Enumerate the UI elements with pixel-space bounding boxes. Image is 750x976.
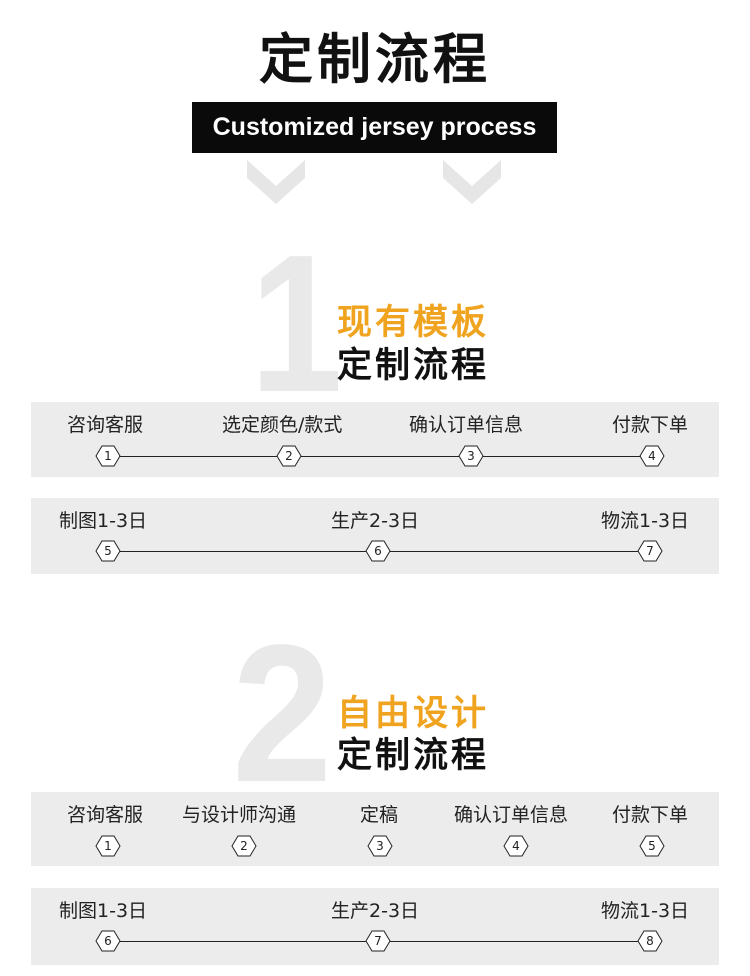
step-label: 确认订单信息	[409, 414, 524, 436]
process-row	[31, 888, 719, 965]
chevron-down-icon	[247, 160, 305, 204]
step-label: 选定颜色/款式	[222, 414, 343, 436]
hexagon-step-icon: 3	[458, 445, 484, 467]
section-number: 1	[250, 214, 343, 433]
hexagon-step-icon: 6	[95, 930, 121, 952]
section-number: 2	[232, 604, 333, 823]
step-label: 确认订单信息	[454, 804, 569, 826]
step-label: 咨询客服	[67, 804, 144, 826]
hexagon-step-icon: 4	[639, 445, 665, 467]
hexagon-step-icon: 5	[639, 835, 665, 857]
step-label: 定稿	[360, 804, 399, 826]
hexagon-step-icon: 3	[367, 835, 393, 857]
section-heading-accent: 自由设计	[337, 694, 490, 734]
step-label: 付款下单	[612, 804, 689, 826]
process-row	[31, 402, 719, 477]
page-title: 定制流程	[259, 28, 491, 91]
hexagon-step-icon: 5	[95, 540, 121, 562]
chevron-down-icon	[443, 160, 501, 204]
hexagon-step-icon: 7	[637, 540, 663, 562]
hexagon-step-icon: 2	[231, 835, 257, 857]
hexagon-step-icon: 1	[95, 445, 121, 467]
hexagon-step-icon: 2	[276, 445, 302, 467]
process-line	[108, 456, 652, 457]
step-label: 生产2-3日	[331, 510, 420, 532]
hexagon-step-icon: 7	[365, 930, 391, 952]
step-label: 付款下单	[612, 414, 689, 436]
section-heading: 定制流程	[337, 736, 490, 776]
subtitle-text: Customized jersey process	[212, 113, 537, 141]
subtitle-banner	[192, 102, 557, 153]
step-label: 与设计师沟通	[182, 804, 297, 826]
hexagon-step-icon: 6	[365, 540, 391, 562]
step-label: 物流1-3日	[601, 510, 690, 532]
section-heading: 定制流程	[337, 346, 490, 386]
hexagon-step-icon: 1	[95, 835, 121, 857]
hexagon-step-icon: 8	[637, 930, 663, 952]
step-label: 制图1-3日	[59, 900, 148, 922]
step-label: 制图1-3日	[59, 510, 148, 532]
step-label: 生产2-3日	[331, 900, 420, 922]
step-label: 物流1-3日	[601, 900, 690, 922]
hexagon-step-icon: 4	[503, 835, 529, 857]
step-label: 咨询客服	[67, 414, 144, 436]
section-heading-accent: 现有模板	[337, 303, 490, 343]
